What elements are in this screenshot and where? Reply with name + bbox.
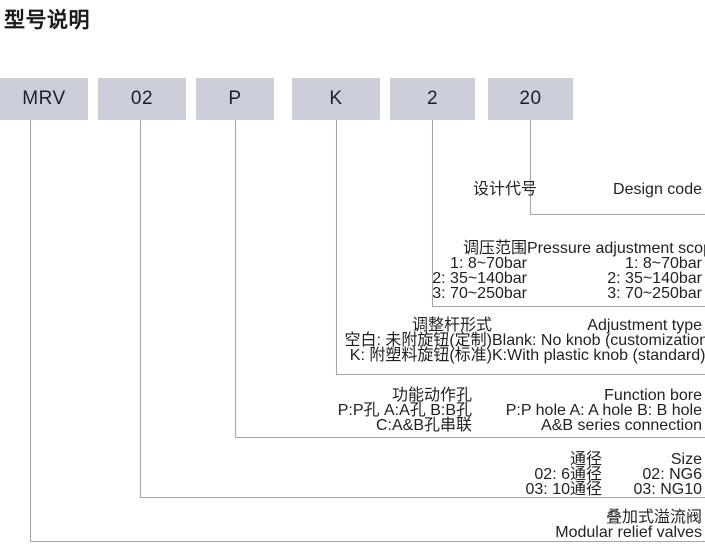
callout-size-en-head: Size — [670, 451, 702, 468]
callout-function-bore-en-row-0: P:P hole A: A hole B: B hole — [505, 402, 702, 419]
code-box-design-code[interactable]: 20 — [488, 78, 573, 120]
callout-function-bore-cn-row-0: P:P孔 A:A孔 B:B孔 — [337, 402, 472, 419]
callout-size-cn-row-1: 03: 10通径 — [525, 481, 603, 498]
model-code-row: MRV 02 P K 2 20 — [0, 78, 705, 120]
callout-product-type-en-head: Modular relief valves — [555, 524, 702, 541]
callout-pressure-scope-cn-row-1: 2: 35~140bar — [432, 270, 527, 287]
callout-adjustment-type-en-row-1: K:With plastic knob (standard) — [492, 347, 705, 364]
callout-adjustment-type-cn-row-1: K: 附塑料旋钮(标准) — [349, 347, 492, 364]
leader-size — [139, 120, 705, 499]
callout-pressure-scope-cn-head: 调压范围 — [462, 240, 527, 257]
callout-function-bore-en-row-1: A&B series connection — [541, 417, 702, 434]
callout-size-en-row-0: 02: NG6 — [642, 466, 702, 483]
callout-product-type-cn-head: 叠加式溢流阀 — [605, 509, 702, 526]
callout-pressure-scope-en-row-2: 3: 70~250bar — [607, 285, 702, 302]
callout-adjustment-type: 调整杆形式 Adjustment type 空白: 未附旋钮(定制) Blank… — [222, 317, 705, 364]
callout-function-bore: 功能动作孔 Function bore P:P孔 A:A孔 B:B孔 P:P h… — [182, 387, 702, 434]
callout-pressure-scope-en-head: Pressure adjustment scope — [527, 240, 705, 257]
callout-adjustment-type-cn-row-0: 空白: 未附旋钮(定制) — [344, 332, 492, 349]
callout-pressure-scope-cn-row-0: 1: 8~70bar — [450, 255, 527, 272]
callout-design-code: 设计代号 Design code — [380, 181, 702, 198]
code-box-size[interactable]: 02 — [98, 78, 186, 120]
callout-function-bore-cn-row-1: C:A&B孔串联 — [375, 417, 472, 434]
callout-size-cn-head: 通径 — [569, 451, 602, 468]
callout-function-bore-en-head: Function bore — [604, 387, 702, 404]
callout-size-cn-row-0: 02: 6通径 — [534, 466, 602, 483]
callout-adjustment-type-cn-head: 调整杆形式 — [411, 317, 492, 334]
code-box-series[interactable]: MRV — [0, 78, 88, 120]
callout-pressure-scope: 调压范围 Pressure adjustment scope 1: 8~70ba… — [330, 240, 705, 302]
page-title: 型号说明 — [4, 9, 90, 32]
callout-design-code-cn-head: 设计代号 — [472, 181, 537, 198]
callout-adjustment-type-en-head: Adjustment type — [587, 317, 702, 334]
leader-design-code — [529, 120, 705, 216]
callout-product-type: 叠加式溢流阀 Modular relief valves — [462, 509, 702, 541]
callout-pressure-scope-en-row-0: 1: 8~70bar — [625, 255, 702, 272]
callout-design-code-en-head: Design code — [613, 181, 702, 198]
code-box-adjustment-type[interactable]: K — [292, 78, 380, 120]
callout-size-en-row-1: 03: NG10 — [633, 481, 702, 498]
callout-pressure-scope-cn-row-2: 3: 70~250bar — [432, 285, 527, 302]
code-box-function-bore[interactable]: P — [196, 78, 274, 120]
callout-adjustment-type-en-row-0: Blank: No knob (customization) — [492, 332, 705, 349]
callout-pressure-scope-en-row-1: 2: 35~140bar — [607, 270, 702, 287]
code-box-pressure-scope[interactable]: 2 — [390, 78, 475, 120]
callout-function-bore-cn-head: 功能动作孔 — [391, 387, 472, 404]
callout-size: 通径 Size 02: 6通径 02: NG6 03: 10通径 03: NG1… — [462, 451, 703, 498]
